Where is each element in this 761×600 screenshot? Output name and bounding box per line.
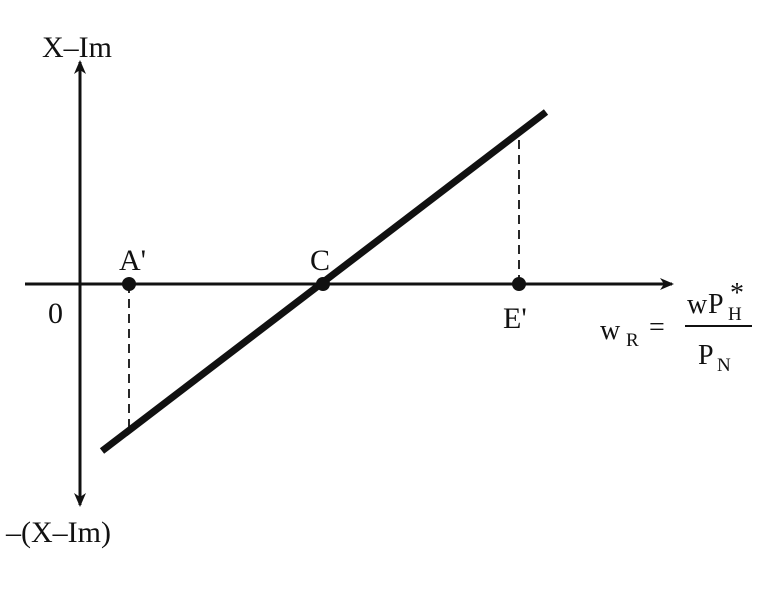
x-label-num-w: w bbox=[687, 289, 708, 320]
point-a-marker bbox=[122, 277, 136, 291]
x-label-equals: = bbox=[649, 312, 665, 343]
origin-label: 0 bbox=[48, 297, 63, 330]
x-label-num-sub: H bbox=[728, 304, 742, 325]
x-label-num-p: P bbox=[708, 289, 724, 320]
point-e-label: E' bbox=[503, 302, 527, 335]
point-c-marker bbox=[316, 277, 330, 291]
x-label-den-sub: N bbox=[717, 355, 731, 376]
x-label-den-p: P bbox=[698, 340, 714, 371]
point-e-marker bbox=[512, 277, 526, 291]
x-label-lhs-sub: R bbox=[626, 330, 639, 351]
y-axis-bottom-label: –(X–Im) bbox=[5, 516, 111, 549]
point-c-label: C bbox=[310, 244, 330, 277]
x-axis-label: w R = w P H * P N bbox=[600, 278, 752, 376]
point-a-label: A' bbox=[119, 244, 146, 277]
x-label-lhs: w bbox=[600, 315, 621, 346]
y-axis-top-label: X–Im bbox=[42, 31, 112, 64]
x-label-num-sup: * bbox=[730, 278, 744, 309]
